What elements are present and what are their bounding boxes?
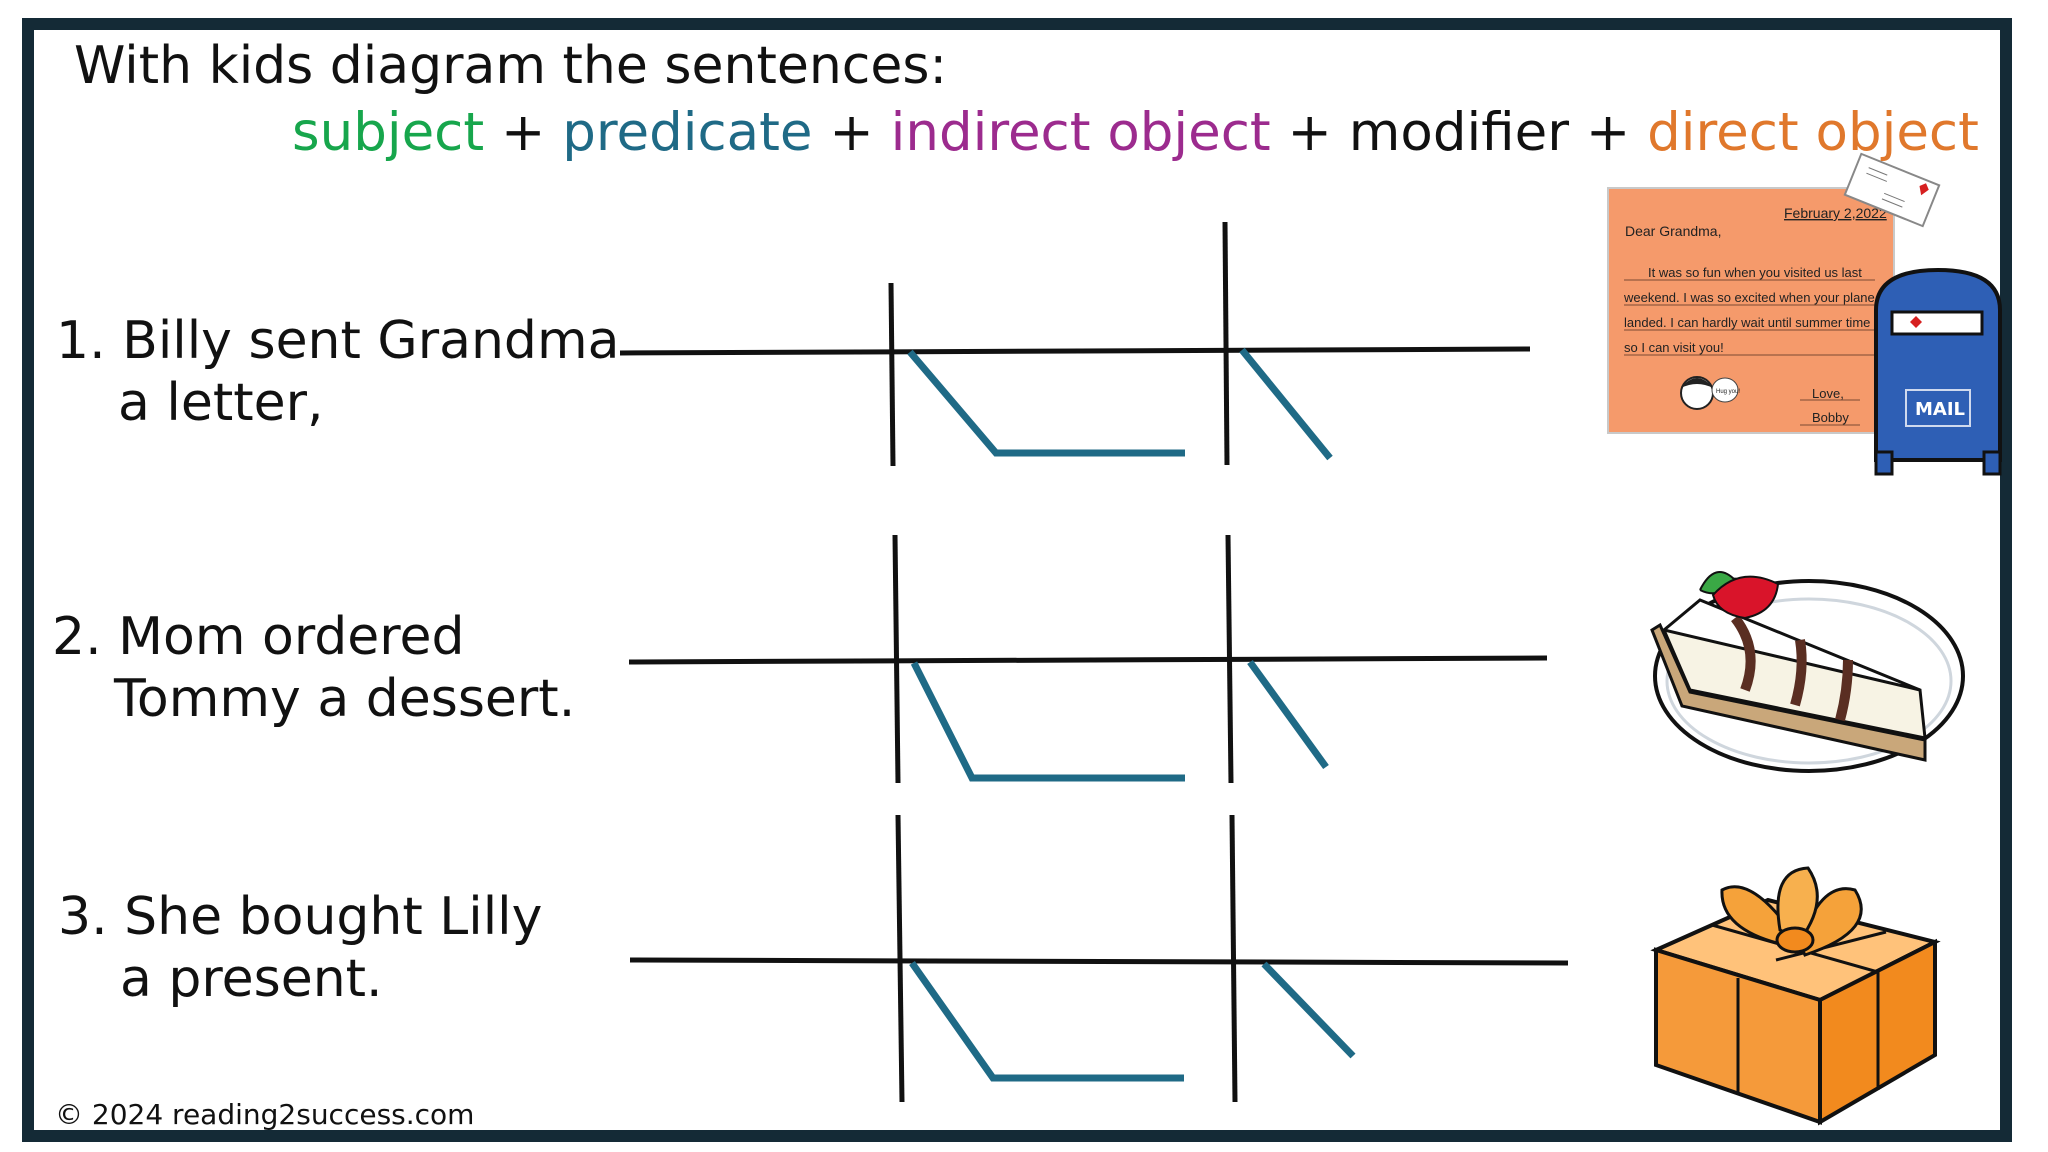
modifier-slant [1247, 659, 1329, 770]
letter-date: February 2,2022 [1784, 205, 1887, 221]
letter-body-line: landed. I can hardly wait until summer t… [1624, 315, 1870, 330]
legend-predicate: predicate [562, 102, 813, 163]
modifier-slant [1261, 961, 1356, 1059]
sentence-diagram-2 [628, 534, 1548, 784]
page-title: With kids diagram the sentences: [74, 36, 947, 96]
letter-closing: Love, [1812, 386, 1844, 401]
indirect-object-slant [909, 960, 1184, 1082]
legend-plus: + [1287, 102, 1332, 163]
letter-body-line: weekend. I was so excited when your plan… [1623, 290, 1875, 305]
sentence-number: 3. [58, 887, 108, 947]
baseline [629, 957, 1569, 966]
letter-greeting: Dear Grandma, [1625, 223, 1721, 239]
object-divider [1222, 221, 1230, 466]
letter-body-line: so I can visit you! [1624, 340, 1724, 355]
copyright-footer: © 2024 reading2success.com [55, 1098, 475, 1131]
envelope-icon [1843, 152, 1941, 228]
sentence-number: 1. [56, 311, 106, 371]
sentence-diagram-1 [619, 221, 1531, 467]
sentence-2: 2. Mom ordered Tommy a dessert. [52, 606, 575, 730]
object-divider [1225, 534, 1234, 784]
sentence-line2: a present. [120, 949, 383, 1009]
indirect-object-slant [910, 661, 1185, 782]
legend-modifier: modifier [1348, 102, 1570, 163]
gift-box-icon [1650, 866, 1941, 1126]
parts-of-speech-legend: subject + predicate + indirect object + … [292, 102, 1979, 163]
sentence-1: 1. Billy sent Grandma a letter, [56, 310, 619, 434]
modifier-slant [1239, 347, 1333, 461]
letter-signature: Bobby [1812, 410, 1849, 425]
baseline [619, 346, 1531, 356]
legend-plus: + [829, 102, 874, 163]
speech-bubble-icon [1711, 377, 1739, 403]
subject-divider [888, 282, 896, 467]
cake-slice-icon [1650, 571, 1965, 773]
sentence-3: 3. She bought Lilly a present. [58, 886, 542, 1010]
legend-plus: + [500, 102, 546, 163]
sentence-line2: Tommy a dessert. [114, 669, 576, 729]
subject-divider [892, 534, 901, 784]
letter-body-line: It was so fun when you visited us last [1648, 265, 1862, 280]
legend-plus: + [1585, 102, 1631, 163]
baseline [628, 655, 1548, 665]
sentence-line1: She bought Lilly [124, 887, 543, 947]
mailbox-label: MAIL [1915, 399, 1965, 420]
sentence-line2: a letter, [118, 373, 324, 433]
mailbox-icon: MAIL [1874, 267, 2002, 476]
sentence-line1: Billy sent Grandma [122, 311, 620, 371]
sentence-diagram-3 [629, 814, 1569, 1103]
indirect-object-slant [907, 349, 1185, 457]
letter-image: February 2,2022 Dear Grandma, It was so … [1607, 152, 1941, 434]
speech-text: Hug you! [1716, 389, 1740, 395]
legend-indirect-object: indirect object [890, 102, 1271, 163]
object-divider [1229, 814, 1238, 1103]
sentence-number: 2. [52, 607, 102, 667]
legend-direct-object: direct object [1647, 102, 1979, 163]
subject-divider [895, 814, 905, 1103]
sentence-line1: Mom ordered [118, 607, 465, 667]
legend-subject: subject [292, 102, 485, 163]
